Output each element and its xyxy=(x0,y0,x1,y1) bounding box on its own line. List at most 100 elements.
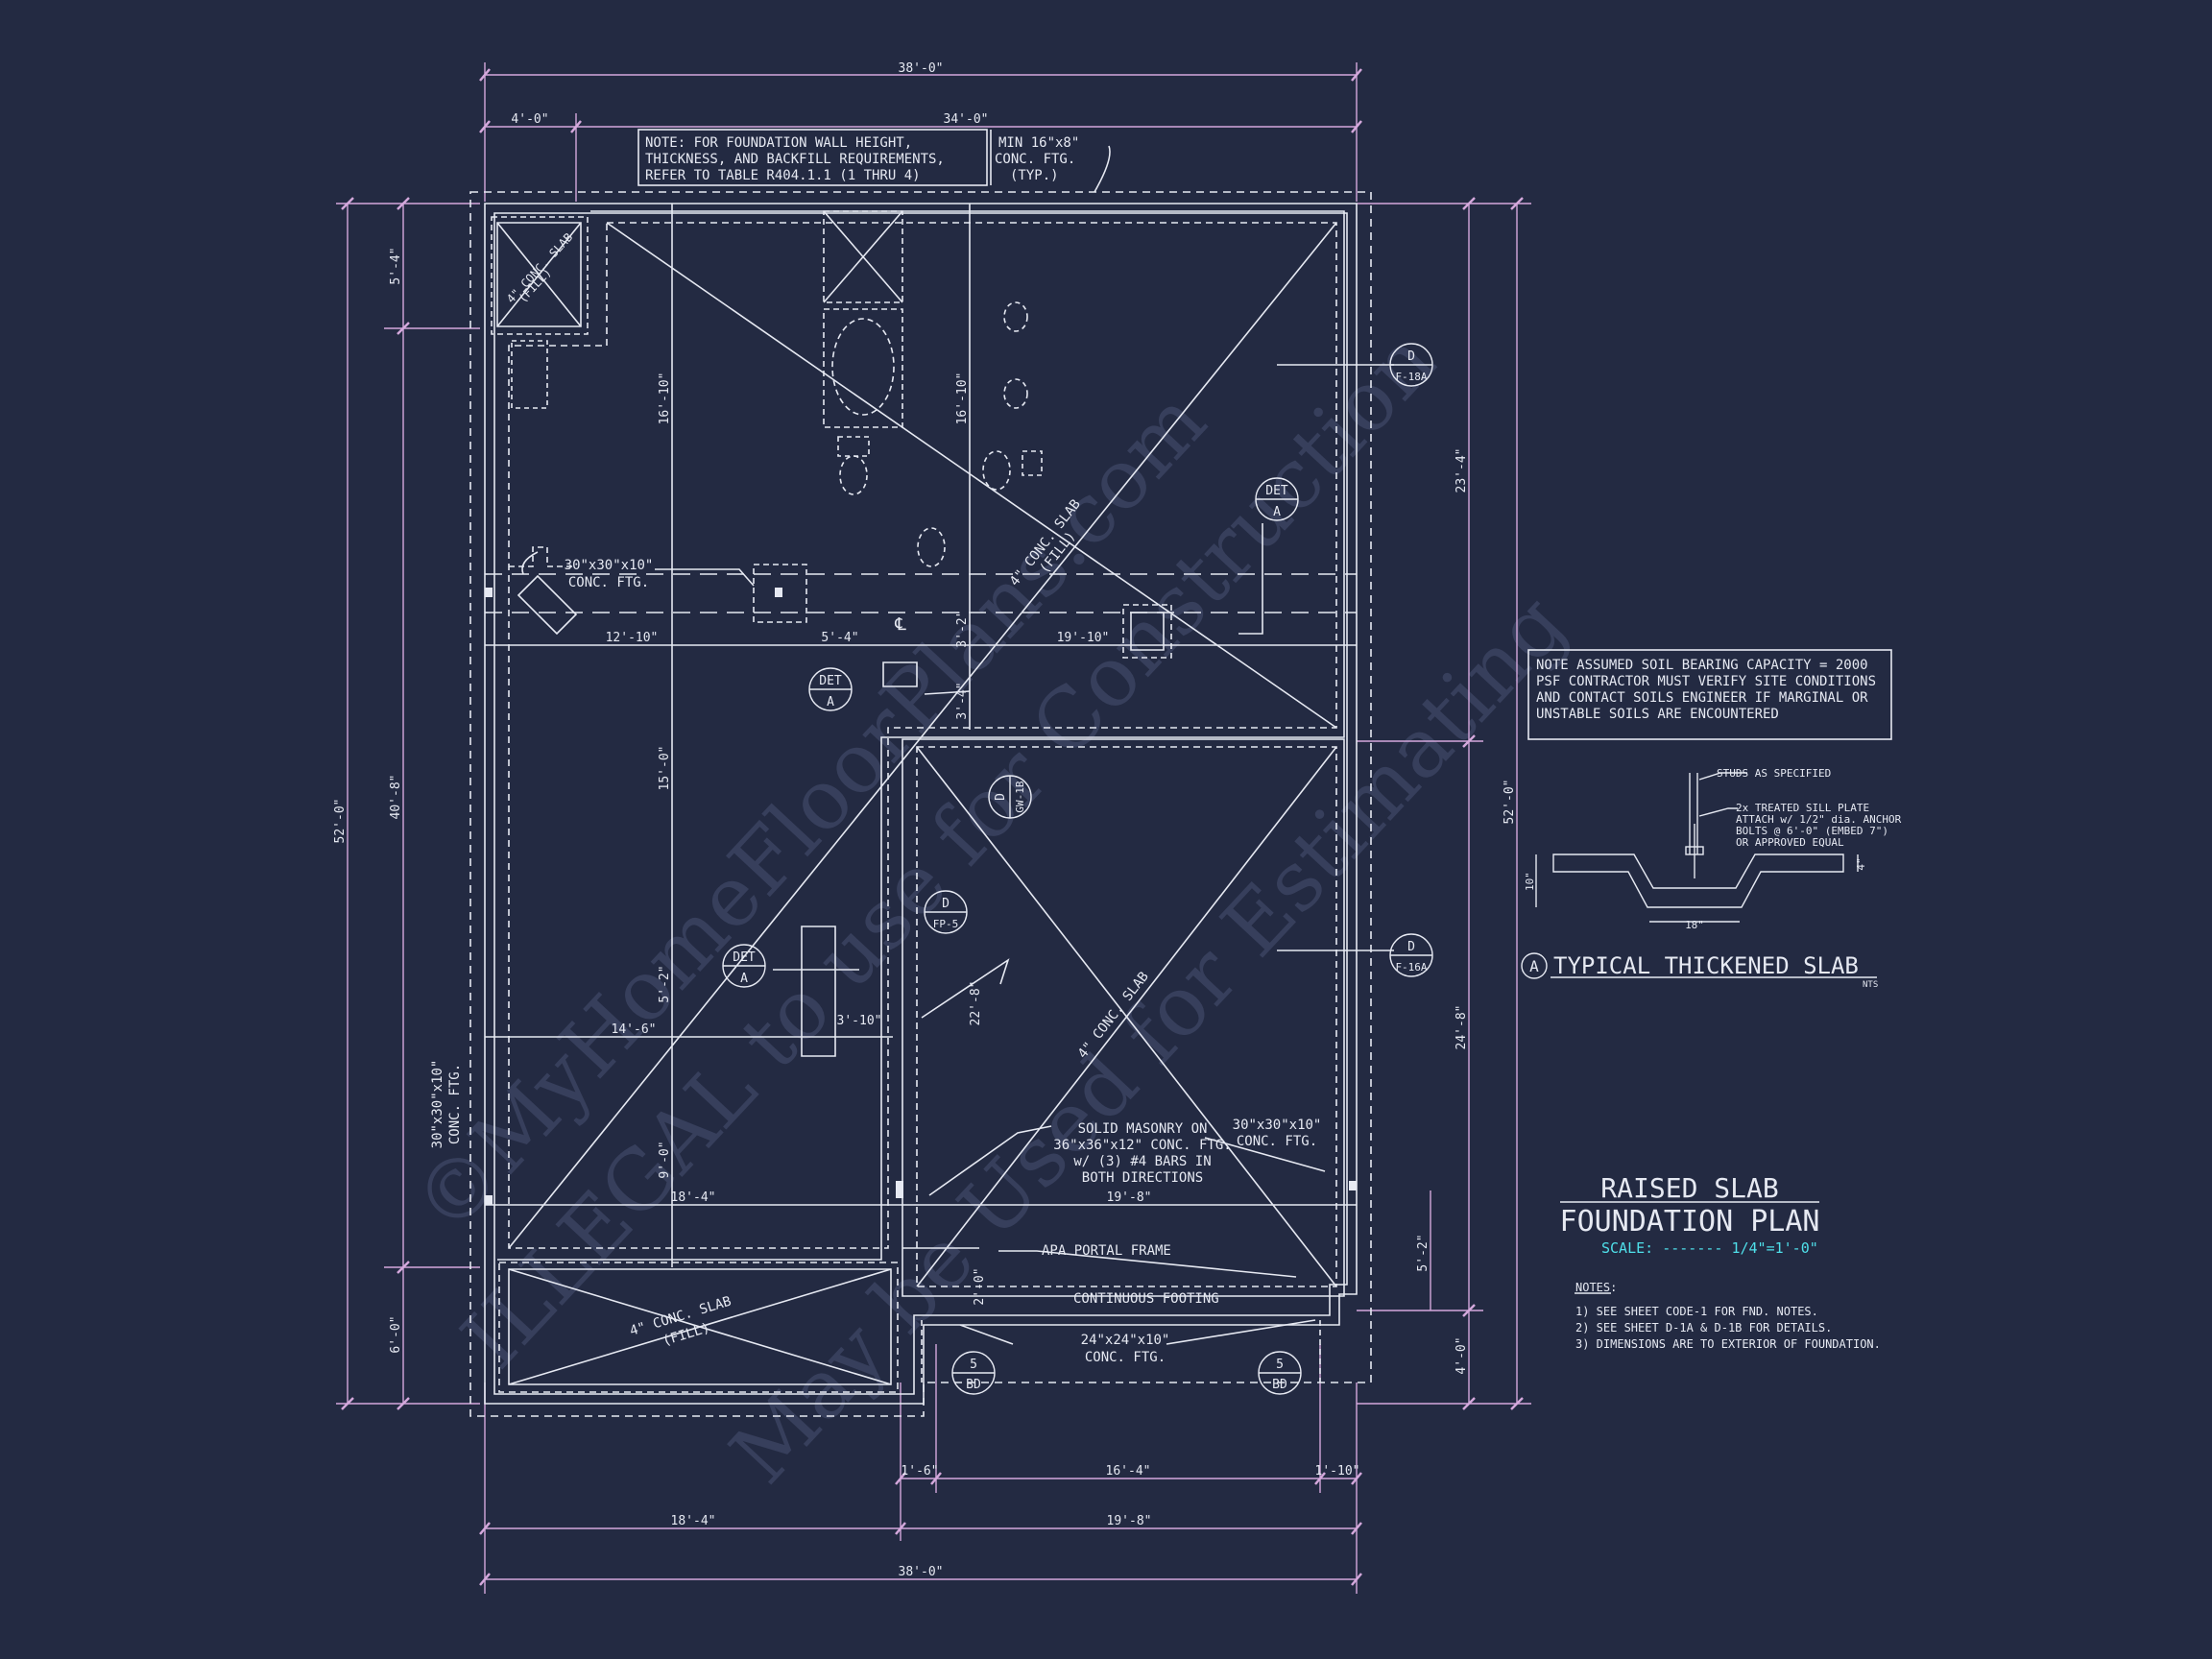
soil-note-line-3: AND CONTACT SOILS ENGINEER IF MARGINAL O… xyxy=(1536,690,1868,706)
dim-interior-12-10: 12'-10" xyxy=(606,631,659,645)
title-line-1: RAISED SLAB xyxy=(1600,1172,1778,1204)
min-footing-note-line-1: MIN 16"x8" xyxy=(998,135,1079,151)
footing-30-note-b-line-1: 30"x30"x10" xyxy=(430,1060,445,1149)
detail-dim-10: 10" xyxy=(1524,872,1536,891)
footing-30-note-a-line-1: 30"x30"x10" xyxy=(565,558,654,573)
tag-bd-right-bottom: BD xyxy=(1272,1378,1287,1392)
dim-interior-5-2-b: 5'-2" xyxy=(1416,1234,1431,1271)
title-block: RAISED SLAB FOUNDATION PLAN SCALE: -----… xyxy=(1560,1172,1881,1351)
centerline-symbol: ℄ xyxy=(894,614,906,635)
apa-portal-frame-label: APA PORTAL FRAME xyxy=(1042,1243,1171,1259)
footing-24-note-line-1: 24"x24"x10" xyxy=(1081,1333,1170,1348)
detail-sill-line-4: OR APPROVED EQUAL xyxy=(1736,836,1844,849)
foundation-outline xyxy=(469,129,1892,1417)
dim-interior-5-2: 5'-2" xyxy=(658,965,672,1002)
det-tag-3-bottom: A xyxy=(740,972,748,986)
tag-f16a-bottom: F-16A xyxy=(1395,961,1427,974)
tag-gw1b-bottom: GW-1B xyxy=(1014,781,1026,812)
dim-bot-b: 16'-4" xyxy=(1106,1464,1151,1479)
foundation-wall-note-line-2: THICKNESS, AND BACKFILL REQUIREMENTS, xyxy=(645,152,945,167)
sheet-note-1: 1) SEE SHEET CODE-1 FOR FND. NOTES. xyxy=(1575,1305,1818,1318)
dim-bot-c: 1'-10" xyxy=(1315,1464,1360,1479)
detail-tag-circles xyxy=(722,343,1433,1395)
dim-left-overall: 52'-0" xyxy=(333,799,348,844)
detail-title: TYPICAL THICKENED SLAB xyxy=(1553,952,1859,979)
title-line-2: FOUNDATION PLAN xyxy=(1560,1205,1820,1238)
dim-bot-right: 19'-8" xyxy=(1107,1514,1152,1528)
tag-gw1b-top: D xyxy=(994,793,1008,801)
foundation-wall-note-line-1: NOTE: FOR FOUNDATION WALL HEIGHT, xyxy=(645,135,912,151)
scale-label: SCALE: ------- 1/4"=1'-0" xyxy=(1601,1239,1818,1257)
dim-top-overall: 38'-0" xyxy=(899,61,944,76)
sheet-note-3: 3) DIMENSIONS ARE TO EXTERIOR OF FOUNDAT… xyxy=(1575,1337,1881,1351)
dim-right-overall: 52'-0" xyxy=(1503,780,1517,825)
dim-interior-22-8: 22'-8" xyxy=(969,981,983,1026)
continuous-footing-label: CONTINUOUS FOOTING xyxy=(1073,1291,1219,1307)
dimension-lines xyxy=(336,62,1531,1594)
thickened-slab-detail xyxy=(1521,772,1877,979)
detail-studs-label: STUDS AS SPECIFIED xyxy=(1717,767,1831,780)
dim-bot-overall: 38'-0" xyxy=(899,1565,944,1579)
dim-right-bot: 4'-0" xyxy=(1455,1336,1469,1374)
det-tag-2-top: DET xyxy=(819,674,842,688)
masonry-note-line-1: SOLID MASONRY ON xyxy=(1078,1121,1208,1137)
det-tag-3-top: DET xyxy=(733,950,756,965)
tag-f18a-top: D xyxy=(1407,349,1415,364)
sheet-note-2: 2) SEE SHEET D-1A & D-1B FOR DETAILS. xyxy=(1575,1321,1832,1334)
soil-note-line-4: UNSTABLE SOILS ARE ENCOUNTERED xyxy=(1536,707,1779,722)
dim-bot-a: 1'-6" xyxy=(901,1464,938,1479)
detail-nts: NTS xyxy=(1863,980,1878,990)
notes-heading: NOTES: xyxy=(1575,1281,1617,1294)
small-slab-label-line-1: 4" CONC. SLAB xyxy=(504,230,575,305)
det-tag-2-bottom: A xyxy=(827,695,834,709)
tag-bd-right-top: 5 xyxy=(1276,1358,1284,1372)
tag-f18a-bottom: F-18A xyxy=(1395,371,1427,383)
tag-f16a-top: D xyxy=(1407,940,1415,954)
masonry-note-line-4: BOTH DIRECTIONS xyxy=(1082,1170,1203,1186)
footing-30-note-b-line-2: CONC. FTG. xyxy=(447,1064,463,1144)
dim-interior-19-8: 19'-8" xyxy=(1107,1190,1152,1205)
watermark: ©MyHomeFloorPlans.com ILLEGAL to use for… xyxy=(396,313,1584,1502)
dim-interior-16-10-b: 16'-10" xyxy=(955,373,970,425)
anchor-marks xyxy=(485,588,1357,1205)
tag-bd-left-bottom: BD xyxy=(966,1378,981,1392)
dim-interior-3-10: 3'-10" xyxy=(837,1014,882,1028)
dim-interior-15-0: 15'-0" xyxy=(658,746,672,791)
dim-right-top: 23'-4" xyxy=(1455,448,1469,493)
masonry-note-line-3: w/ (3) #4 BARS IN xyxy=(1073,1154,1211,1169)
dim-interior-2-0: 2'-0" xyxy=(973,1267,987,1305)
detail-sill-line-1: 2x TREATED SILL PLATE xyxy=(1736,802,1869,814)
title-underlines xyxy=(1560,1201,1819,1294)
dim-top-left: 4'-0" xyxy=(511,112,548,127)
dim-left-bot: 6'-0" xyxy=(389,1315,403,1353)
det-tag-1-bottom: A xyxy=(1273,505,1281,519)
dim-right-mid: 24'-8" xyxy=(1455,1005,1469,1050)
detail-tags: DET A DET A DET A D F-18A D FP-5 D F-16A… xyxy=(733,349,1428,1392)
thickened-slab-detail-text: STUDS AS SPECIFIED 2x TREATED SILL PLATE… xyxy=(1524,767,1902,990)
masonry-note-line-2: 36"x36"x12" CONC. FTG. xyxy=(1053,1138,1231,1153)
detail-dim-4: 4" xyxy=(1855,857,1867,870)
dim-interior-18-4: 18'-4" xyxy=(671,1190,716,1205)
tag-bd-left-top: 5 xyxy=(970,1358,977,1372)
soil-note-line-1: NOTE ASSUMED SOIL BEARING CAPACITY = 200… xyxy=(1536,658,1868,673)
min-footing-note-line-2: CONC. FTG. xyxy=(995,152,1075,167)
soil-note-line-2: PSF CONTRACTOR MUST VERIFY SITE CONDITIO… xyxy=(1536,674,1876,689)
tag-fp5-top: D xyxy=(942,897,950,911)
tag-fp5-bottom: FP-5 xyxy=(933,918,959,930)
dim-interior-5-4: 5'-4" xyxy=(821,631,858,645)
detail-sill-line-2: ATTACH w/ 1/2" dia. ANCHOR xyxy=(1736,813,1902,826)
detail-sill-line-3: BOLTS @ 6'-0" (EMBED 7") xyxy=(1736,825,1888,837)
dim-left-mid: 40'-8" xyxy=(389,775,403,820)
dim-top-right: 34'-0" xyxy=(944,112,989,127)
footing-30-note-a-line-2: CONC. FTG. xyxy=(568,575,649,590)
dimension-labels: 38'-0" 4'-0" 34'-0" 18'-4" 19'-8" 38'-0"… xyxy=(333,61,1517,1579)
dim-interior-3-4: 3'-4" xyxy=(955,682,970,719)
dim-interior-16-10-a: 16'-10" xyxy=(658,373,672,425)
detail-marker: A xyxy=(1529,957,1539,975)
foundation-wall-note-line-3: REFER TO TABLE R404.1.1 (1 THRU 4) xyxy=(645,168,921,183)
footing-30-note-c-line-2: CONC. FTG. xyxy=(1237,1134,1317,1149)
footing-30-note-c-line-1: 30"x30"x10" xyxy=(1233,1118,1322,1133)
dimension-ticks xyxy=(341,68,1524,1586)
